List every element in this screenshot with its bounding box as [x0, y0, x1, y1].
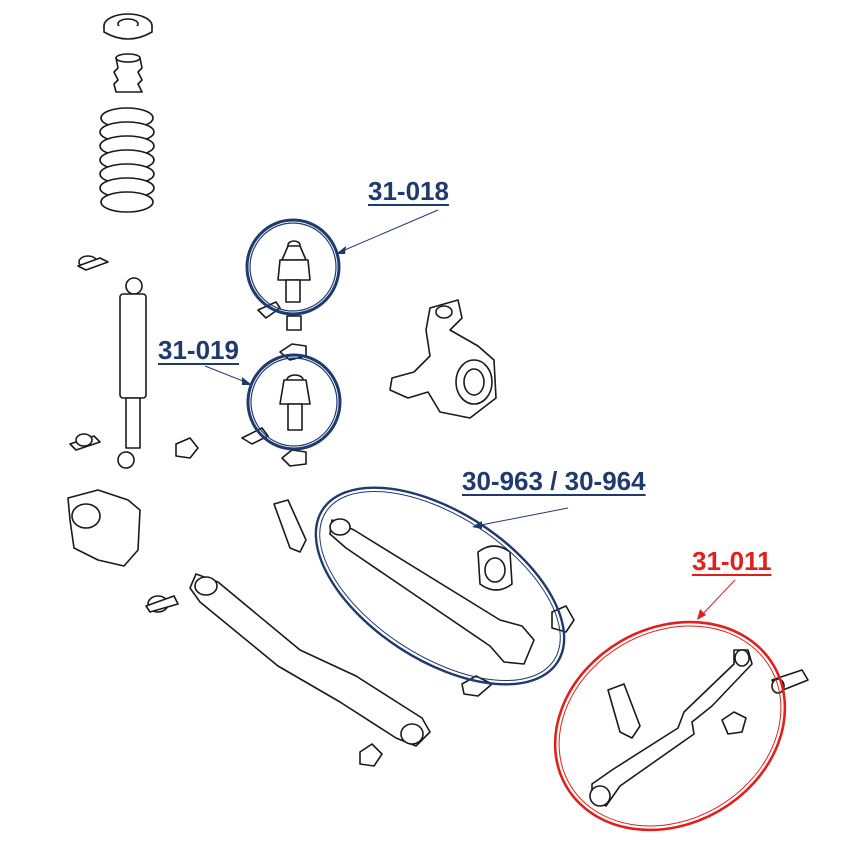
part-number-31-018[interactable]: 31-018 [368, 176, 449, 206]
callout-ellipse-31-011 [553, 620, 787, 832]
upper-control-arm-drawing [273, 499, 575, 697]
part-number-31-019[interactable]: 31-019 [158, 335, 239, 365]
lower-control-arm-drawing [145, 573, 431, 767]
upper-ball-joint-drawing [257, 240, 311, 361]
bump-stop-drawing [113, 53, 143, 93]
coil-spring-drawing [99, 107, 155, 213]
steering-knuckle-drawing [389, 299, 497, 419]
part-number-30-963-30-964[interactable]: 30-963 / 30-964 [462, 466, 646, 496]
part-number-31-011[interactable]: 31-011 [692, 546, 772, 576]
shock-absorber-drawing [69, 255, 199, 469]
spring-isolator-drawing [103, 13, 153, 40]
adjustable-link-drawing [589, 649, 809, 807]
lower-ball-joint-drawing [241, 374, 311, 467]
body-mount-drawing [67, 489, 141, 567]
leader-arrows [204, 209, 736, 620]
callout-circle-31-019 [246, 353, 342, 451]
callout-circle-31-018 [245, 218, 341, 316]
